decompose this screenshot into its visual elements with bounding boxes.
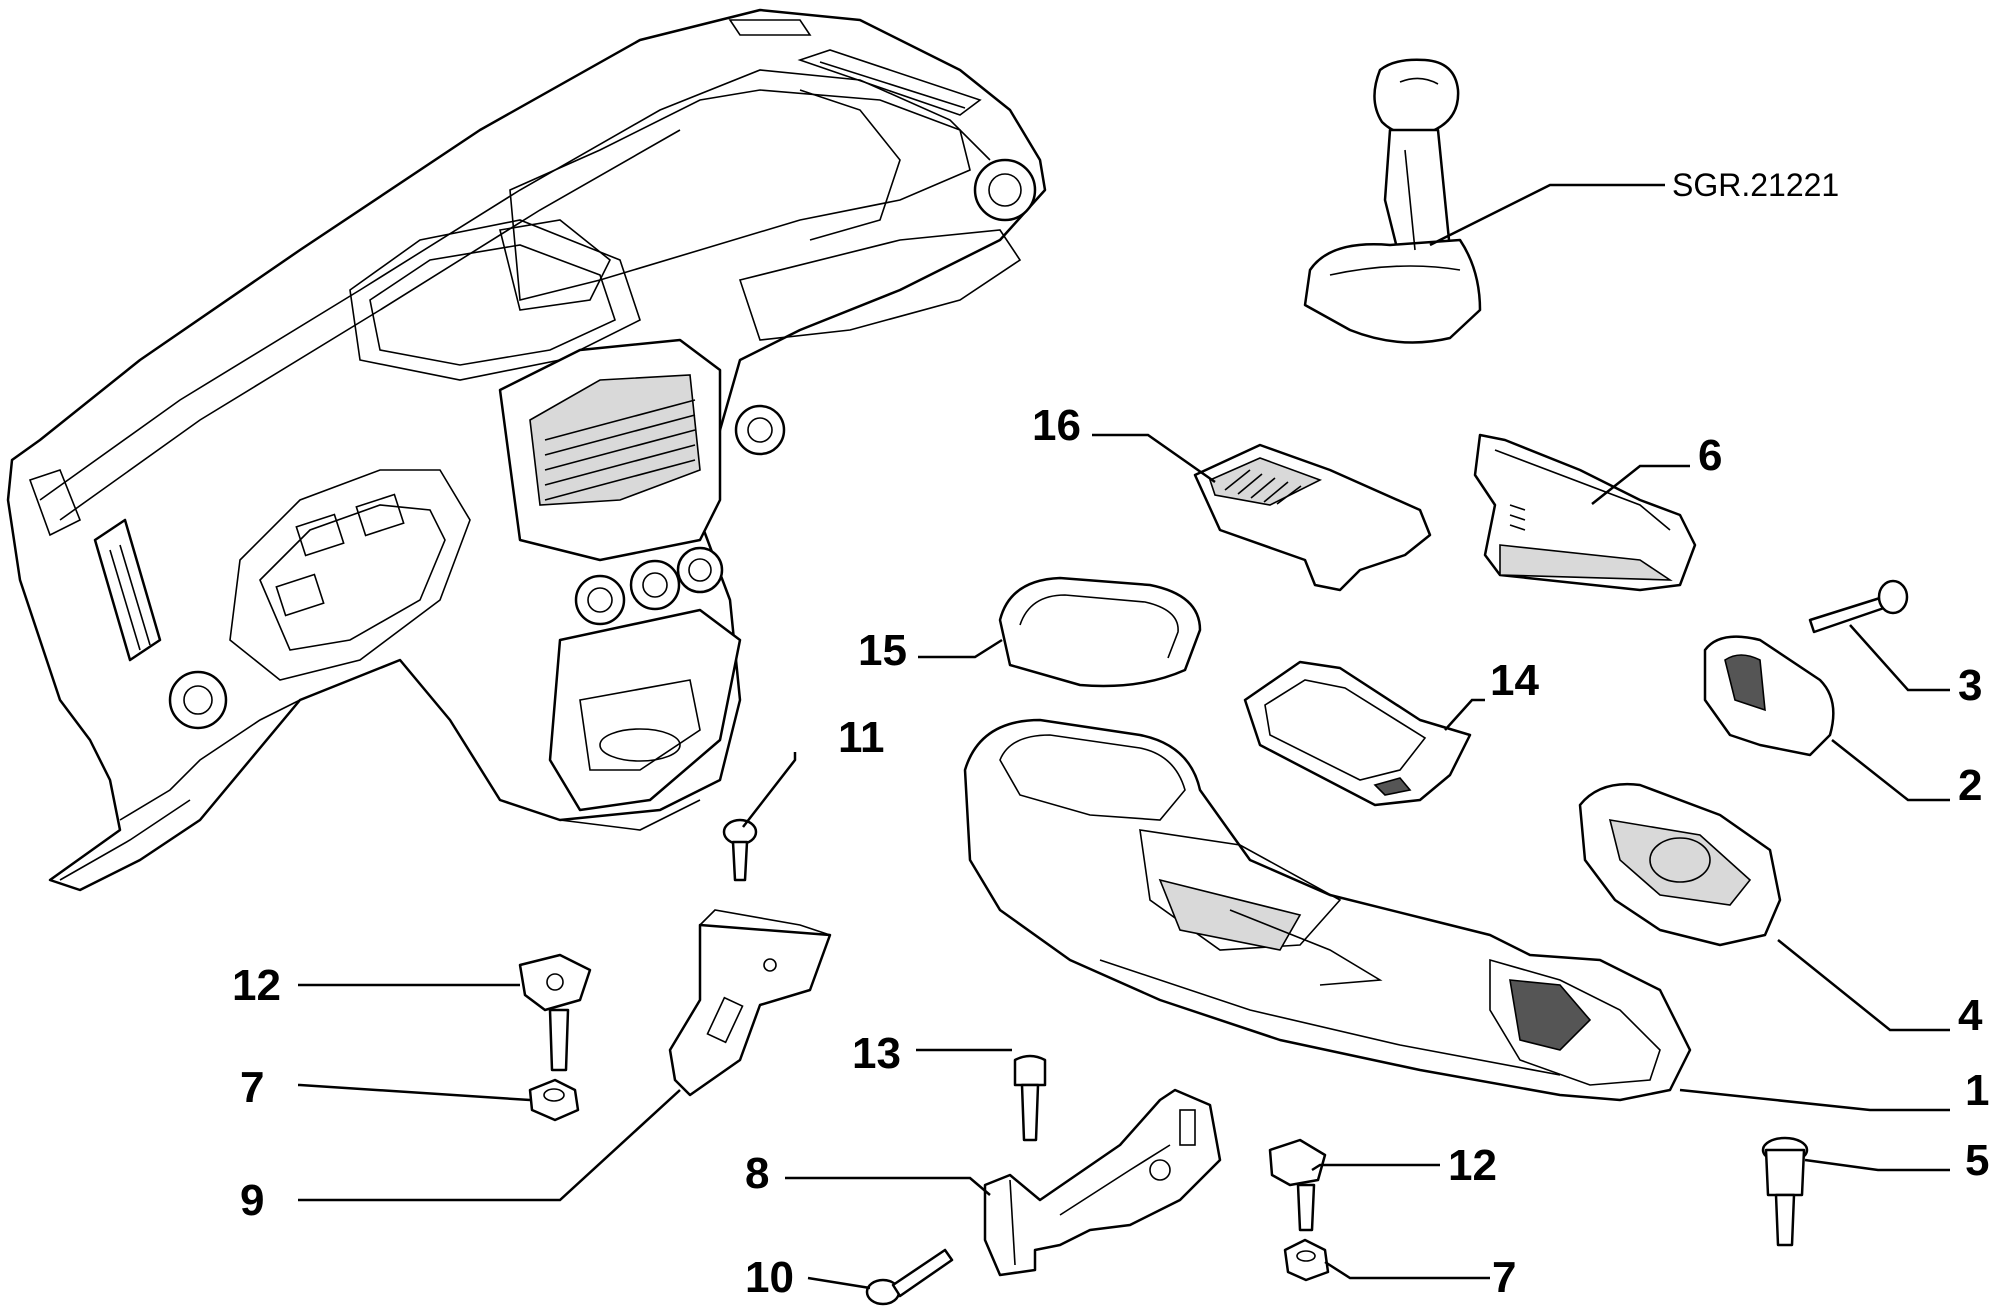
part-6-gear-surround: [1473, 433, 1697, 592]
callout-16: 16: [1032, 401, 1081, 450]
callout-1: 1: [1965, 1066, 1989, 1115]
part-12-clip-nut-upper: [518, 953, 592, 1072]
part-8-bracket: [983, 1088, 1222, 1277]
radio-grille: [544, 399, 696, 501]
callout-11: 11: [838, 713, 885, 762]
part-4-rear-tray: [1578, 783, 1782, 947]
callout-3: 3: [1958, 661, 1982, 710]
part-10-screw: [865, 1248, 954, 1306]
part-15-cup-tray: [998, 576, 1202, 688]
part-16-cover: [1193, 443, 1432, 592]
part-2-holder: [1703, 635, 1835, 757]
callout-2: 2: [1958, 761, 1982, 810]
callout-15: 15: [858, 626, 907, 675]
callout-12-upper: 12: [232, 961, 281, 1010]
part-7-nut-upper: [528, 1078, 580, 1122]
callout-4: 4: [1958, 991, 1983, 1040]
callout-7-upper: 7: [240, 1063, 264, 1112]
callout-5: 5: [1965, 1136, 1989, 1185]
callout-14: 14: [1490, 656, 1539, 705]
callout-10: 10: [745, 1253, 794, 1302]
part-1-center-console: [963, 718, 1692, 1102]
callout-9: 9: [240, 1176, 264, 1225]
part-13-bolt: [1013, 1054, 1047, 1142]
dashboard-assembly: [6, 8, 1047, 892]
part-11-screw: [722, 818, 758, 882]
drawing-reference: SGR.21221: [1672, 167, 1839, 203]
callout-13: 13: [852, 1029, 901, 1078]
part-12-clip-nut-lower: [1268, 1138, 1327, 1232]
part-9-bracket: [668, 909, 832, 1097]
callout-8: 8: [745, 1149, 769, 1198]
part-14-storage-tray: [1243, 660, 1472, 807]
callout-6: 6: [1698, 431, 1722, 480]
part-7-nut-lower: [1283, 1238, 1330, 1282]
part-3-screw: [1808, 579, 1909, 634]
callout-12-lower: 12: [1448, 1141, 1497, 1190]
leader-lines: [298, 183, 1950, 1290]
callout-7-lower: 7: [1492, 1253, 1516, 1302]
gear-lever-boot: [1303, 58, 1482, 344]
part-5-stud: [1761, 1136, 1809, 1247]
